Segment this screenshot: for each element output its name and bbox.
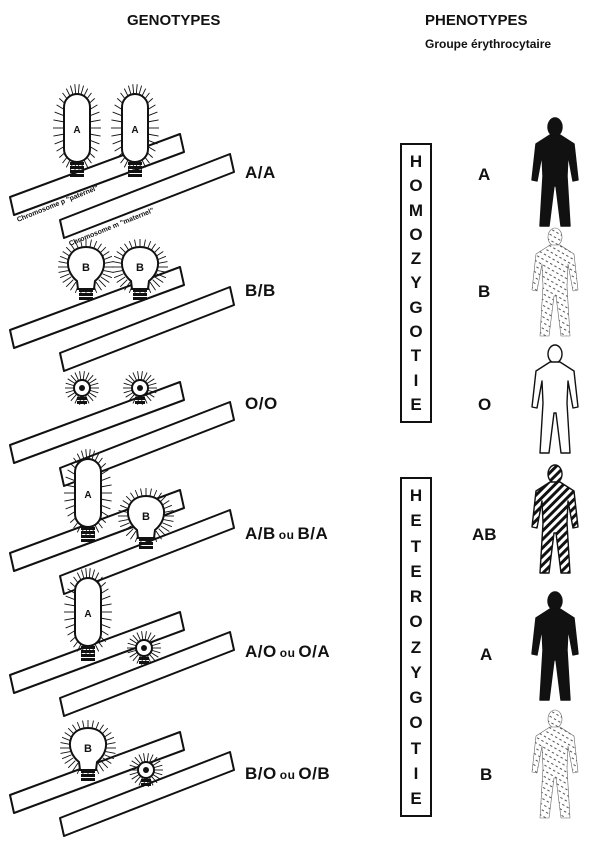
person-figure-row-6 xyxy=(532,710,578,818)
person-figure-row-3 xyxy=(532,345,578,453)
chromosome-paternal-row-1 xyxy=(10,134,184,215)
bulb-label: A xyxy=(73,125,80,136)
chromosome-pairs xyxy=(10,134,234,836)
bulb-label: B xyxy=(136,262,144,274)
bulb-label: A xyxy=(84,609,91,620)
bulb-label: B xyxy=(82,262,90,274)
person-figures xyxy=(532,118,578,818)
bulb-label: A xyxy=(131,125,138,136)
bulb-B-row-2-1: B xyxy=(58,239,114,300)
person-figure-row-2 xyxy=(532,228,578,336)
bulb-label: B xyxy=(84,743,92,755)
bulb-label: A xyxy=(84,490,91,501)
person-figure-row-1 xyxy=(532,118,578,226)
chromosome-paternal-row-3 xyxy=(10,382,184,463)
bulb-A-row-1-1: A xyxy=(53,84,101,177)
bulb-O-row-3-1 xyxy=(65,371,99,405)
bulb-label: B xyxy=(142,511,150,523)
person-figure-row-4 xyxy=(532,465,578,573)
person-figure-row-5 xyxy=(532,592,578,700)
